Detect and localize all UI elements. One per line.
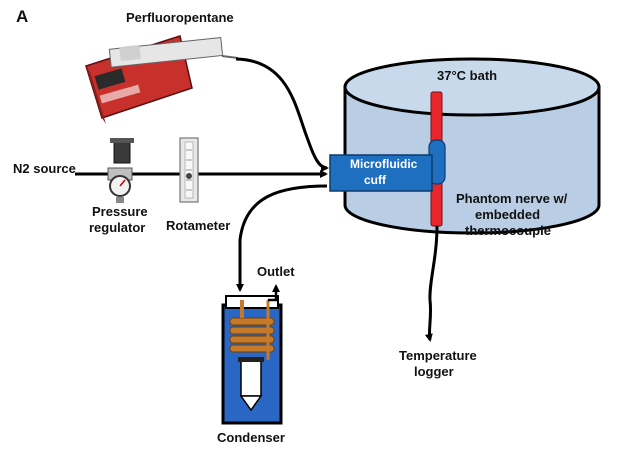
condenser-label: Condenser bbox=[217, 430, 285, 445]
n2-source-label: N2 source bbox=[13, 161, 76, 176]
rotameter-icon bbox=[179, 137, 199, 203]
microfluidic-cuff bbox=[329, 154, 433, 192]
water-bath bbox=[343, 57, 601, 235]
cuff-label-line2: cuff bbox=[364, 173, 387, 187]
phantom-nerve-label-line2: embedded bbox=[475, 207, 540, 222]
pressure-regulator-label-line2: regulator bbox=[89, 220, 145, 235]
temperature-logger-label-line1: Temperature bbox=[399, 348, 477, 363]
phantom-nerve-label-line1: Phantom nerve w/ bbox=[456, 191, 568, 206]
outlet-label: Outlet bbox=[257, 264, 295, 279]
return-line bbox=[236, 184, 328, 292]
condenser-icon bbox=[221, 295, 283, 425]
perfluoropentane-line bbox=[235, 57, 329, 172]
pressure-gauge-icon bbox=[107, 138, 134, 203]
bath-label: 37°C bath bbox=[437, 68, 497, 83]
phantom-nerve-label-line3: thermocouple bbox=[465, 223, 551, 238]
cuff-label-line1: Microfluidic bbox=[350, 157, 418, 171]
temperature-logger-label-line2: logger bbox=[414, 364, 454, 379]
outlet-line bbox=[268, 284, 280, 302]
pressure-regulator-label-line1: Pressure bbox=[92, 204, 148, 219]
syringe-pump-icon bbox=[85, 35, 239, 124]
perfluoropentane-label: Perfluoropentane bbox=[126, 10, 234, 25]
thermocouple-wire bbox=[424, 225, 439, 342]
panel-label: A bbox=[16, 7, 28, 26]
rotameter-label: Rotameter bbox=[166, 218, 230, 233]
